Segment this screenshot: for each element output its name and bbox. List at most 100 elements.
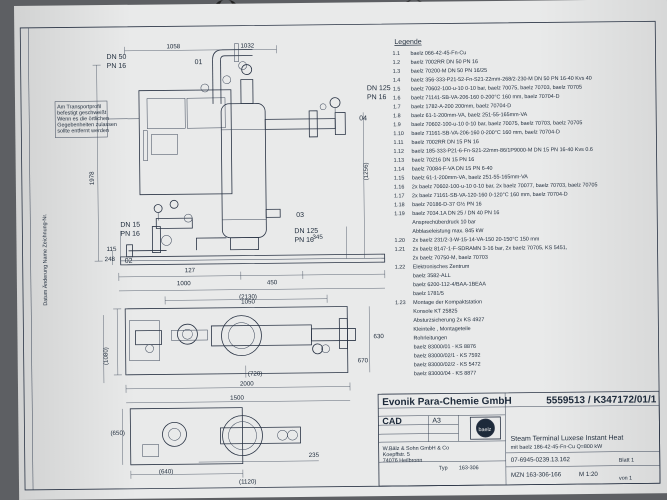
legend-item-text: Rohrleitungen	[413, 335, 447, 341]
legend-item-text: baelz 83000/02/1 - KS 7592	[414, 353, 481, 360]
port-dn15-pn16: PN 16	[120, 231, 140, 238]
legend-item-text: baelz 7034.1A DN 25 / DN 40 PN 16	[412, 210, 499, 217]
legend-item-number: 1.16	[394, 184, 405, 190]
legend-item-text: 2x baelz 70750-M, baelz 70703	[413, 255, 488, 262]
svg-text:Wenn es die örtlichen: Wenn es die örtlichen	[57, 116, 109, 123]
dim-650: (650)	[110, 430, 125, 437]
dim-345: 345	[312, 234, 323, 241]
legend-item-text: baelz 70216 DN 15 PN 16	[412, 157, 475, 164]
nozzle-01: 01	[195, 59, 203, 66]
legend-item-text: 2x baelz 70602-100-u-10 0-10 bar, 2x bae…	[412, 182, 598, 190]
legend-item-text: baelz 70200-M DN 50 PN 16/25	[411, 68, 487, 75]
legend-item-text: baelz 066-42-45-Fn-Cu	[410, 50, 466, 57]
scale-label: M 1:20	[579, 471, 599, 478]
nozzle-03: 03	[296, 212, 304, 219]
legend-item-text: baelz 1781/5	[413, 291, 444, 297]
cad-label: CAD	[382, 416, 402, 426]
legend-item-text: baelz 70186-D-37 G½ PN 16	[412, 200, 482, 208]
port-dn125-top: DN 125	[367, 85, 391, 92]
drawing-title: Steam Terminal Luxese Instant Heat	[511, 435, 624, 443]
side-revision-note: Datum Änderung Name Zeichnung-Nr.	[41, 214, 49, 306]
dim-115: 115	[107, 246, 117, 253]
dim-235: 235	[309, 452, 320, 459]
drawing-subtitle: mit baelz 186-42-45-Fn-Cu Q=800 kW	[511, 444, 604, 451]
legend-item-text: Kleinteile , Montageteile	[413, 326, 470, 333]
legend-item-number: 1.8	[393, 113, 401, 119]
legend-item-text: 2x baelz 8147-1-F-SDRAMN 3-16 bar, 2x ba…	[413, 245, 568, 253]
legend-item-number: 1.21	[395, 247, 406, 253]
format-label: A3	[432, 418, 441, 425]
dim-670: 670	[358, 357, 369, 364]
legend-item-text: baelz 83000/01 - KS 8876	[414, 344, 476, 351]
legend-item-text: 2x baelz 71161-SB-VA-120-160 0-120°C 160…	[412, 192, 568, 200]
legend-item-text: Absturzsicherung 2x KS 4927	[413, 317, 484, 324]
legend-item-number: 1.22	[395, 265, 406, 271]
dim-450: 450	[267, 279, 278, 286]
legend-item-text: baelz 83000/04 - KS 8877	[414, 371, 476, 378]
port-pn16-top: PN 16	[367, 94, 387, 101]
legend-item-text: baelz 1782-A-200 200mm, baelz 70704-D	[411, 103, 511, 110]
typ-label: Typ	[439, 465, 448, 471]
port-dn125-bottom: DN 125	[294, 228, 318, 235]
dim-2130: (2130)	[239, 293, 257, 300]
legend-item-number: 1.4	[393, 78, 401, 84]
legend-item-number: 1.14	[394, 167, 405, 173]
legend-item-number: 1.20	[394, 238, 405, 244]
legend-item-text: baelz 185-333-P21-6-Fn-S21-22mm-86/1P900…	[412, 147, 593, 155]
typ-value: 163-306	[459, 465, 479, 471]
legend-item-text: baelz 83000/02/2 - KS 5472	[414, 362, 481, 369]
legend-item-number: 1.7	[393, 104, 401, 110]
legend-item-number: 1.13	[394, 158, 405, 164]
top-view	[103, 294, 371, 404]
legend-item-number: 1.15	[394, 176, 405, 182]
svg-text:Gegebenheiten zulassen: Gegebenheiten zulassen	[57, 122, 117, 129]
note-line1: Am Transportprofil	[57, 104, 101, 110]
drawing-number: 07-6945-0239.13.162	[511, 456, 571, 464]
legend-item-number: 1.12	[394, 149, 405, 155]
baelz-logo: baelz	[478, 427, 491, 433]
dim-1080: (1080)	[103, 347, 110, 365]
legend-item-text: baelz 356-333-P21-52-Fn-S21-22mm-268/2-2…	[411, 76, 592, 84]
legend-item-number: 1.18	[394, 202, 405, 208]
firm-address: Koepffstr. 5	[383, 452, 410, 458]
dim-1120: (1120)	[239, 478, 257, 485]
title-block	[377, 390, 661, 487]
port-dn15-label: DN 15	[120, 222, 140, 229]
nozzle-02: 02	[125, 258, 133, 265]
legend-title: Legende	[394, 39, 421, 46]
side-view	[122, 407, 319, 479]
technical-drawing: Am Transportprofil befestigt geschweißt …	[19, 20, 661, 491]
svg-text:befestigt geschweißt: befestigt geschweißt	[57, 110, 107, 117]
dim-1978: 1978	[89, 171, 96, 185]
legend-item-text: baelz 71161-SB-VA-206-160 0-200°C 160 mm…	[411, 129, 560, 137]
dim-2000: 2000	[240, 381, 254, 388]
dim-720: (720)	[248, 370, 263, 377]
legend-item-text: Elektronisches Zentrum	[413, 264, 470, 271]
legend-item-text: baelz 7002RR DN 50 PN 16	[411, 59, 478, 66]
legend-item-number: 1.1	[392, 51, 400, 57]
port-pn16-label: PN 16	[107, 63, 127, 70]
legend-item-text: Montage der Kompaktstation	[413, 299, 482, 306]
dim-1500: 1500	[230, 395, 244, 402]
legend-item-number: 1.6	[393, 95, 401, 101]
legend-item-number: 1.10	[393, 131, 404, 137]
legend-item-text: Ansprechüberdruck 10 bar	[412, 219, 476, 226]
legend-item-text: Konsole KT 25825	[413, 308, 457, 314]
dim-1050: 1050	[241, 298, 255, 305]
order-number: 5559513 / K347172/01/1	[546, 394, 657, 406]
legend-item-text: baelz 3582-ALL	[413, 273, 451, 279]
legend-item-number: 1.19	[394, 211, 405, 217]
legend-item-number: 1.3	[393, 69, 401, 75]
legend-item-number: 1.9	[393, 122, 401, 128]
legend-item-text: baelz 61-1-200mm-VA, baelz 251-55-165mm-…	[412, 174, 529, 181]
transport-note: Am Transportprofil befestigt geschweißt …	[54, 100, 140, 138]
dim-127: 127	[185, 267, 196, 274]
dim-1256: (1256)	[363, 162, 370, 180]
svg-text:sollte entfernt werden: sollte entfernt werden	[57, 128, 109, 135]
firm-name: W.Bälz & Sohn GmbH & Co	[383, 445, 450, 452]
legend-item-text: baelz 70602-100-u-10 0-10 bar, baelz 700…	[411, 85, 582, 93]
legend-item-number: 1.5	[393, 87, 401, 93]
front-view	[92, 43, 386, 292]
legend-item-text: baelz 70084-F-VA DN 15 PN 6-40	[412, 166, 493, 173]
